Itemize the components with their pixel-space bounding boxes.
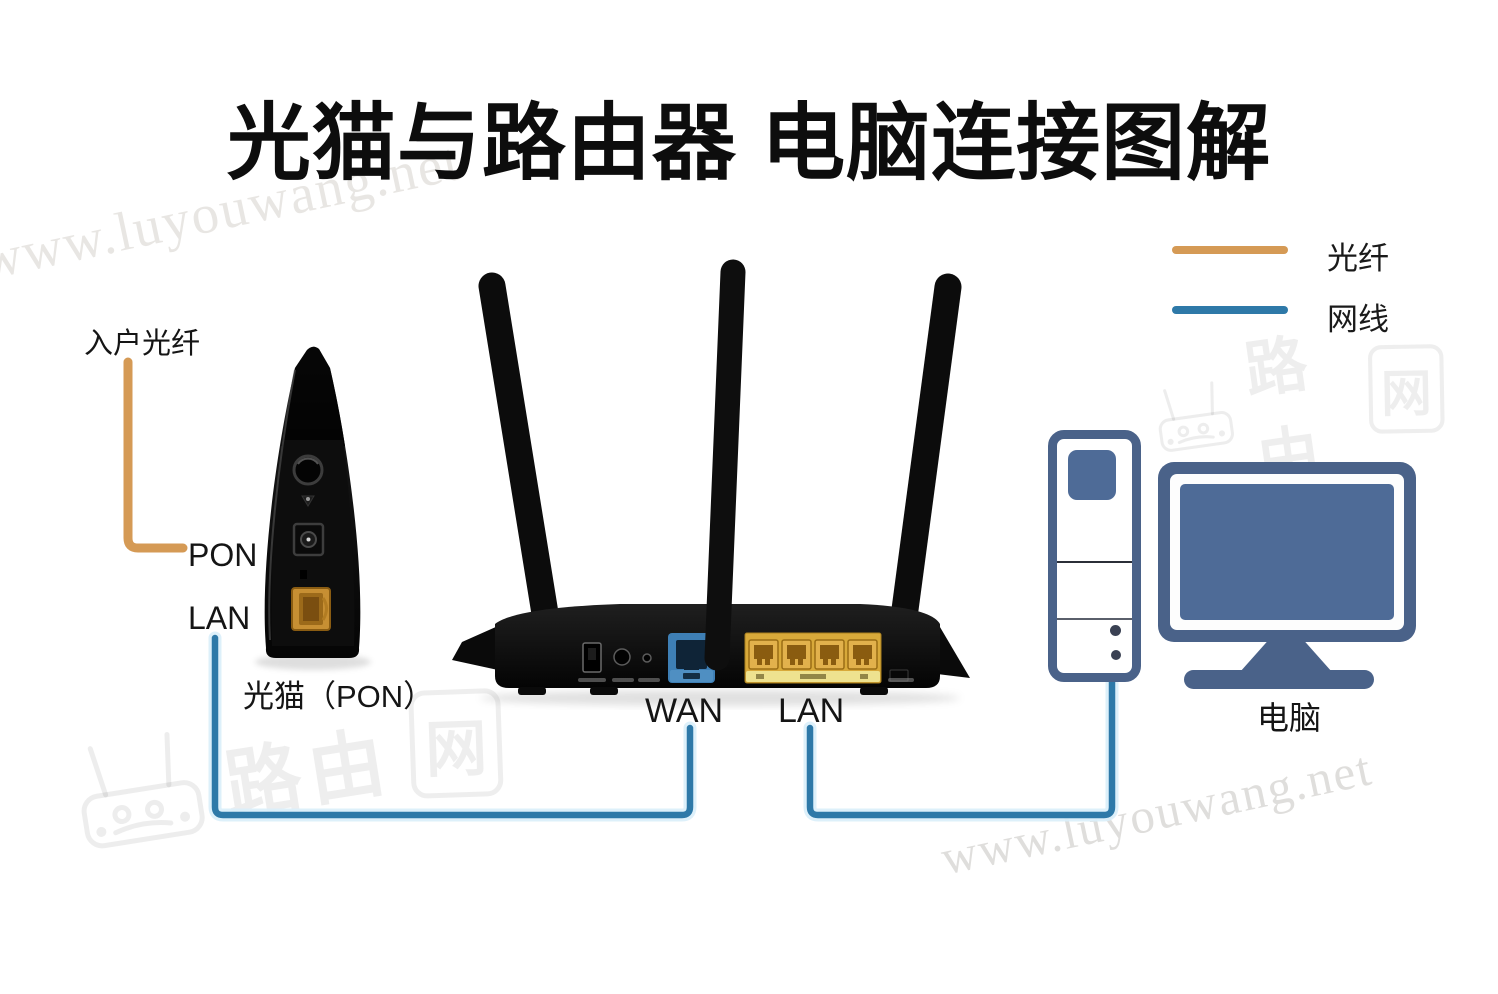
ethernet-legend-line: [1172, 306, 1288, 314]
pc-tower-button: [1111, 650, 1121, 660]
modem-edge-highlight: [268, 369, 296, 641]
router-antenna-center: [704, 259, 746, 671]
modem-reset-slot: [300, 570, 307, 579]
router-watermark-icon: [81, 731, 205, 849]
modem-pon-label: PON: [188, 537, 258, 573]
router-lan-port-1: [748, 639, 779, 670]
router-fin-right: [937, 622, 970, 678]
router-wps-label-strip: [612, 678, 634, 682]
ethernet-legend-label: 网线: [1327, 302, 1389, 337]
router-lan-port-4: [847, 639, 878, 670]
router-lan-port-2: [781, 639, 812, 670]
incoming-fiber-cable: [123, 357, 188, 553]
router-foot: [518, 687, 546, 695]
computer-caption: 电脑: [1257, 700, 1322, 736]
router-antenna-left: [478, 272, 562, 646]
incoming-fiber-label: 入户光纤: [84, 328, 201, 360]
router-foot: [860, 687, 888, 695]
modem-lan-port: [291, 587, 331, 631]
wireless-router: [452, 259, 970, 706]
fiber-legend-label: 光纤: [1327, 241, 1389, 276]
router-inlet-label-strip: [888, 678, 914, 682]
pc-monitor-base: [1184, 670, 1374, 689]
ethernet-cable-modem-to-wan: [208, 631, 697, 822]
modem-lan-label: LAN: [188, 600, 251, 636]
router-reset-label-strip: [638, 678, 660, 682]
ethernet-cable-lan-to-pc: [803, 671, 1119, 822]
page-title: 光猫与路由器 电脑连接图解: [226, 96, 1272, 190]
pc-tower-button: [1110, 625, 1121, 636]
watermark-logo-right: 路由 网: [1142, 294, 1456, 513]
pc-monitor-screen: [1180, 484, 1394, 620]
router-power-button-inner: [588, 648, 596, 660]
pc-monitor-bezel: [1170, 474, 1404, 630]
modem-caption: 光猫（PON）: [243, 679, 435, 714]
pc-tower-drive-bay: [1068, 450, 1116, 500]
modem-gloss-top: [281, 346, 345, 446]
router-fin-left: [452, 626, 498, 670]
pc-tower-panel-line: [1057, 561, 1132, 563]
fiber-legend-line: [1172, 246, 1288, 254]
watermark-logo-bottomleft: 路由 网: [65, 677, 510, 863]
router-wan-label: WAN: [645, 692, 724, 730]
modem-knob: [292, 454, 324, 486]
modem-indicator-dot: [306, 497, 310, 501]
router-lan-ports: [744, 632, 882, 684]
pc-monitor: [1158, 462, 1416, 642]
pc-tower-panel-line: [1057, 618, 1132, 620]
modem-power-pin-dot: [306, 537, 311, 542]
router-power-label-strip: [578, 678, 606, 682]
router-lan-port-3: [814, 639, 845, 670]
router-wps-button: [613, 648, 631, 666]
router-antenna-right: [888, 273, 962, 646]
router-foot: [590, 687, 618, 695]
pc-tower: [1048, 430, 1141, 682]
router-reset-button: [642, 653, 652, 663]
router-wan-port: [668, 633, 715, 683]
modem-knob-highlight: [297, 457, 319, 465]
router-watermark-icon: [1158, 381, 1234, 452]
router-lan-label: LAN: [778, 692, 845, 730]
optical-modem: [255, 346, 371, 670]
